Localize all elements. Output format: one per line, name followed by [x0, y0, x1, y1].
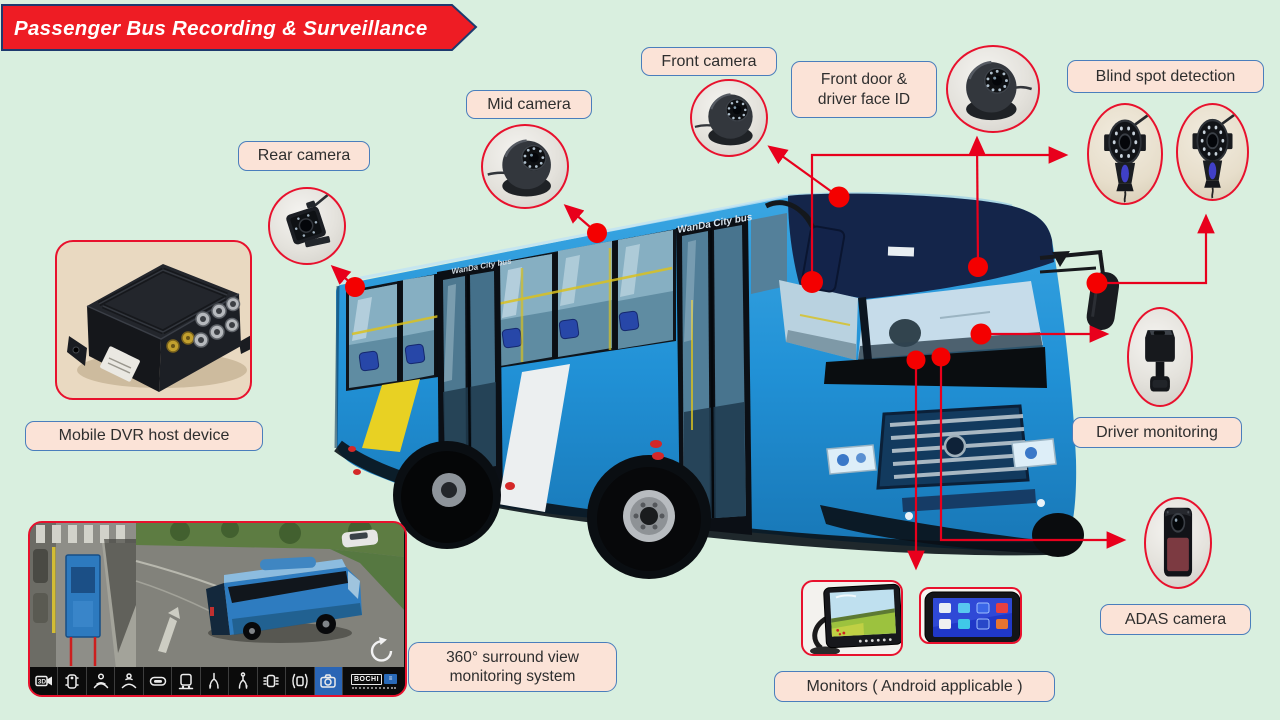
fork-view-icon — [199, 667, 228, 695]
3d-record-icon: 3D — [30, 667, 57, 695]
camera-position-dots — [345, 186, 1108, 370]
title-banner: Passenger Bus Recording & Surveillance — [1, 4, 478, 51]
blind-spot-camera-left-photo — [1087, 103, 1163, 205]
rear-camera-label: Rear camera — [238, 141, 370, 171]
dashboard-monitor-photo — [801, 580, 903, 656]
bus-3d-view — [206, 556, 362, 643]
rotate-view-icon — [370, 637, 393, 662]
face-id-camera-photo — [946, 45, 1040, 133]
vehicle-front-icon — [171, 667, 199, 695]
face-id-camera-icon — [966, 60, 1033, 121]
blind-spot-camera-right-photo — [1176, 103, 1249, 201]
surround-view-icon — [285, 667, 313, 695]
mobile-dvr-device — [67, 264, 250, 392]
android-monitor — [924, 591, 1020, 642]
mid-camera-photo — [481, 124, 569, 209]
front-camera-label: Front camera — [641, 47, 777, 76]
rear-camera-photo — [268, 187, 346, 265]
bochi-logo-text: BOCHI — [350, 673, 383, 685]
driver-monitoring-camera-photo — [1127, 307, 1193, 407]
adas-camera-label: ADAS camera — [1100, 604, 1251, 635]
bochi-blue-tag: ≡ — [384, 674, 398, 684]
surround-view-label: 360° surround view monitoring system — [408, 642, 617, 692]
top-view-icon — [57, 667, 85, 695]
surround-toolbar: 3D BO — [30, 667, 405, 695]
blind-spot-label: Blind spot detection — [1067, 60, 1264, 93]
monitors-label: Monitors ( Android applicable ) — [774, 671, 1055, 702]
camera-icon — [313, 667, 342, 695]
surround-view-screens — [30, 523, 404, 669]
dashboard-monitor — [810, 583, 901, 654]
front-camera-photo — [690, 79, 768, 157]
front-door-face-id-label: Front door & driver face ID — [791, 61, 937, 118]
driver-monitoring-label: Driver monitoring — [1072, 417, 1242, 448]
front-camera-icon — [694, 93, 753, 146]
mid-camera-label: Mid camera — [466, 90, 592, 119]
rear-approach-icon — [114, 667, 142, 695]
front-approach-icon — [85, 667, 114, 695]
mid-camera-icon — [487, 139, 551, 197]
adas-camera-icon — [1163, 507, 1193, 577]
vehicle-vibration-icon — [256, 667, 285, 695]
android-monitor-photo — [919, 587, 1022, 644]
mobile-dvr-label: Mobile DVR host device — [25, 421, 263, 451]
bochi-logo-subtext — [351, 686, 396, 689]
surround-view-monitor-photo: 3D BO — [28, 521, 407, 697]
mobile-dvr-photo — [55, 240, 252, 400]
svg-text:3D: 3D — [38, 679, 47, 686]
side-capsule-icon — [142, 667, 171, 695]
adas-camera-photo — [1144, 497, 1212, 589]
fork-view-alt-icon — [228, 667, 256, 695]
bochi-logo: BOCHI ≡ — [341, 667, 405, 695]
blind-spot-left-icon — [1104, 109, 1155, 203]
driver-monitoring-icon — [1145, 330, 1175, 392]
banner-title: Passenger Bus Recording & Surveillance — [14, 17, 428, 40]
blind-spot-right-icon — [1192, 109, 1241, 199]
rear-camera-icon — [286, 191, 332, 248]
